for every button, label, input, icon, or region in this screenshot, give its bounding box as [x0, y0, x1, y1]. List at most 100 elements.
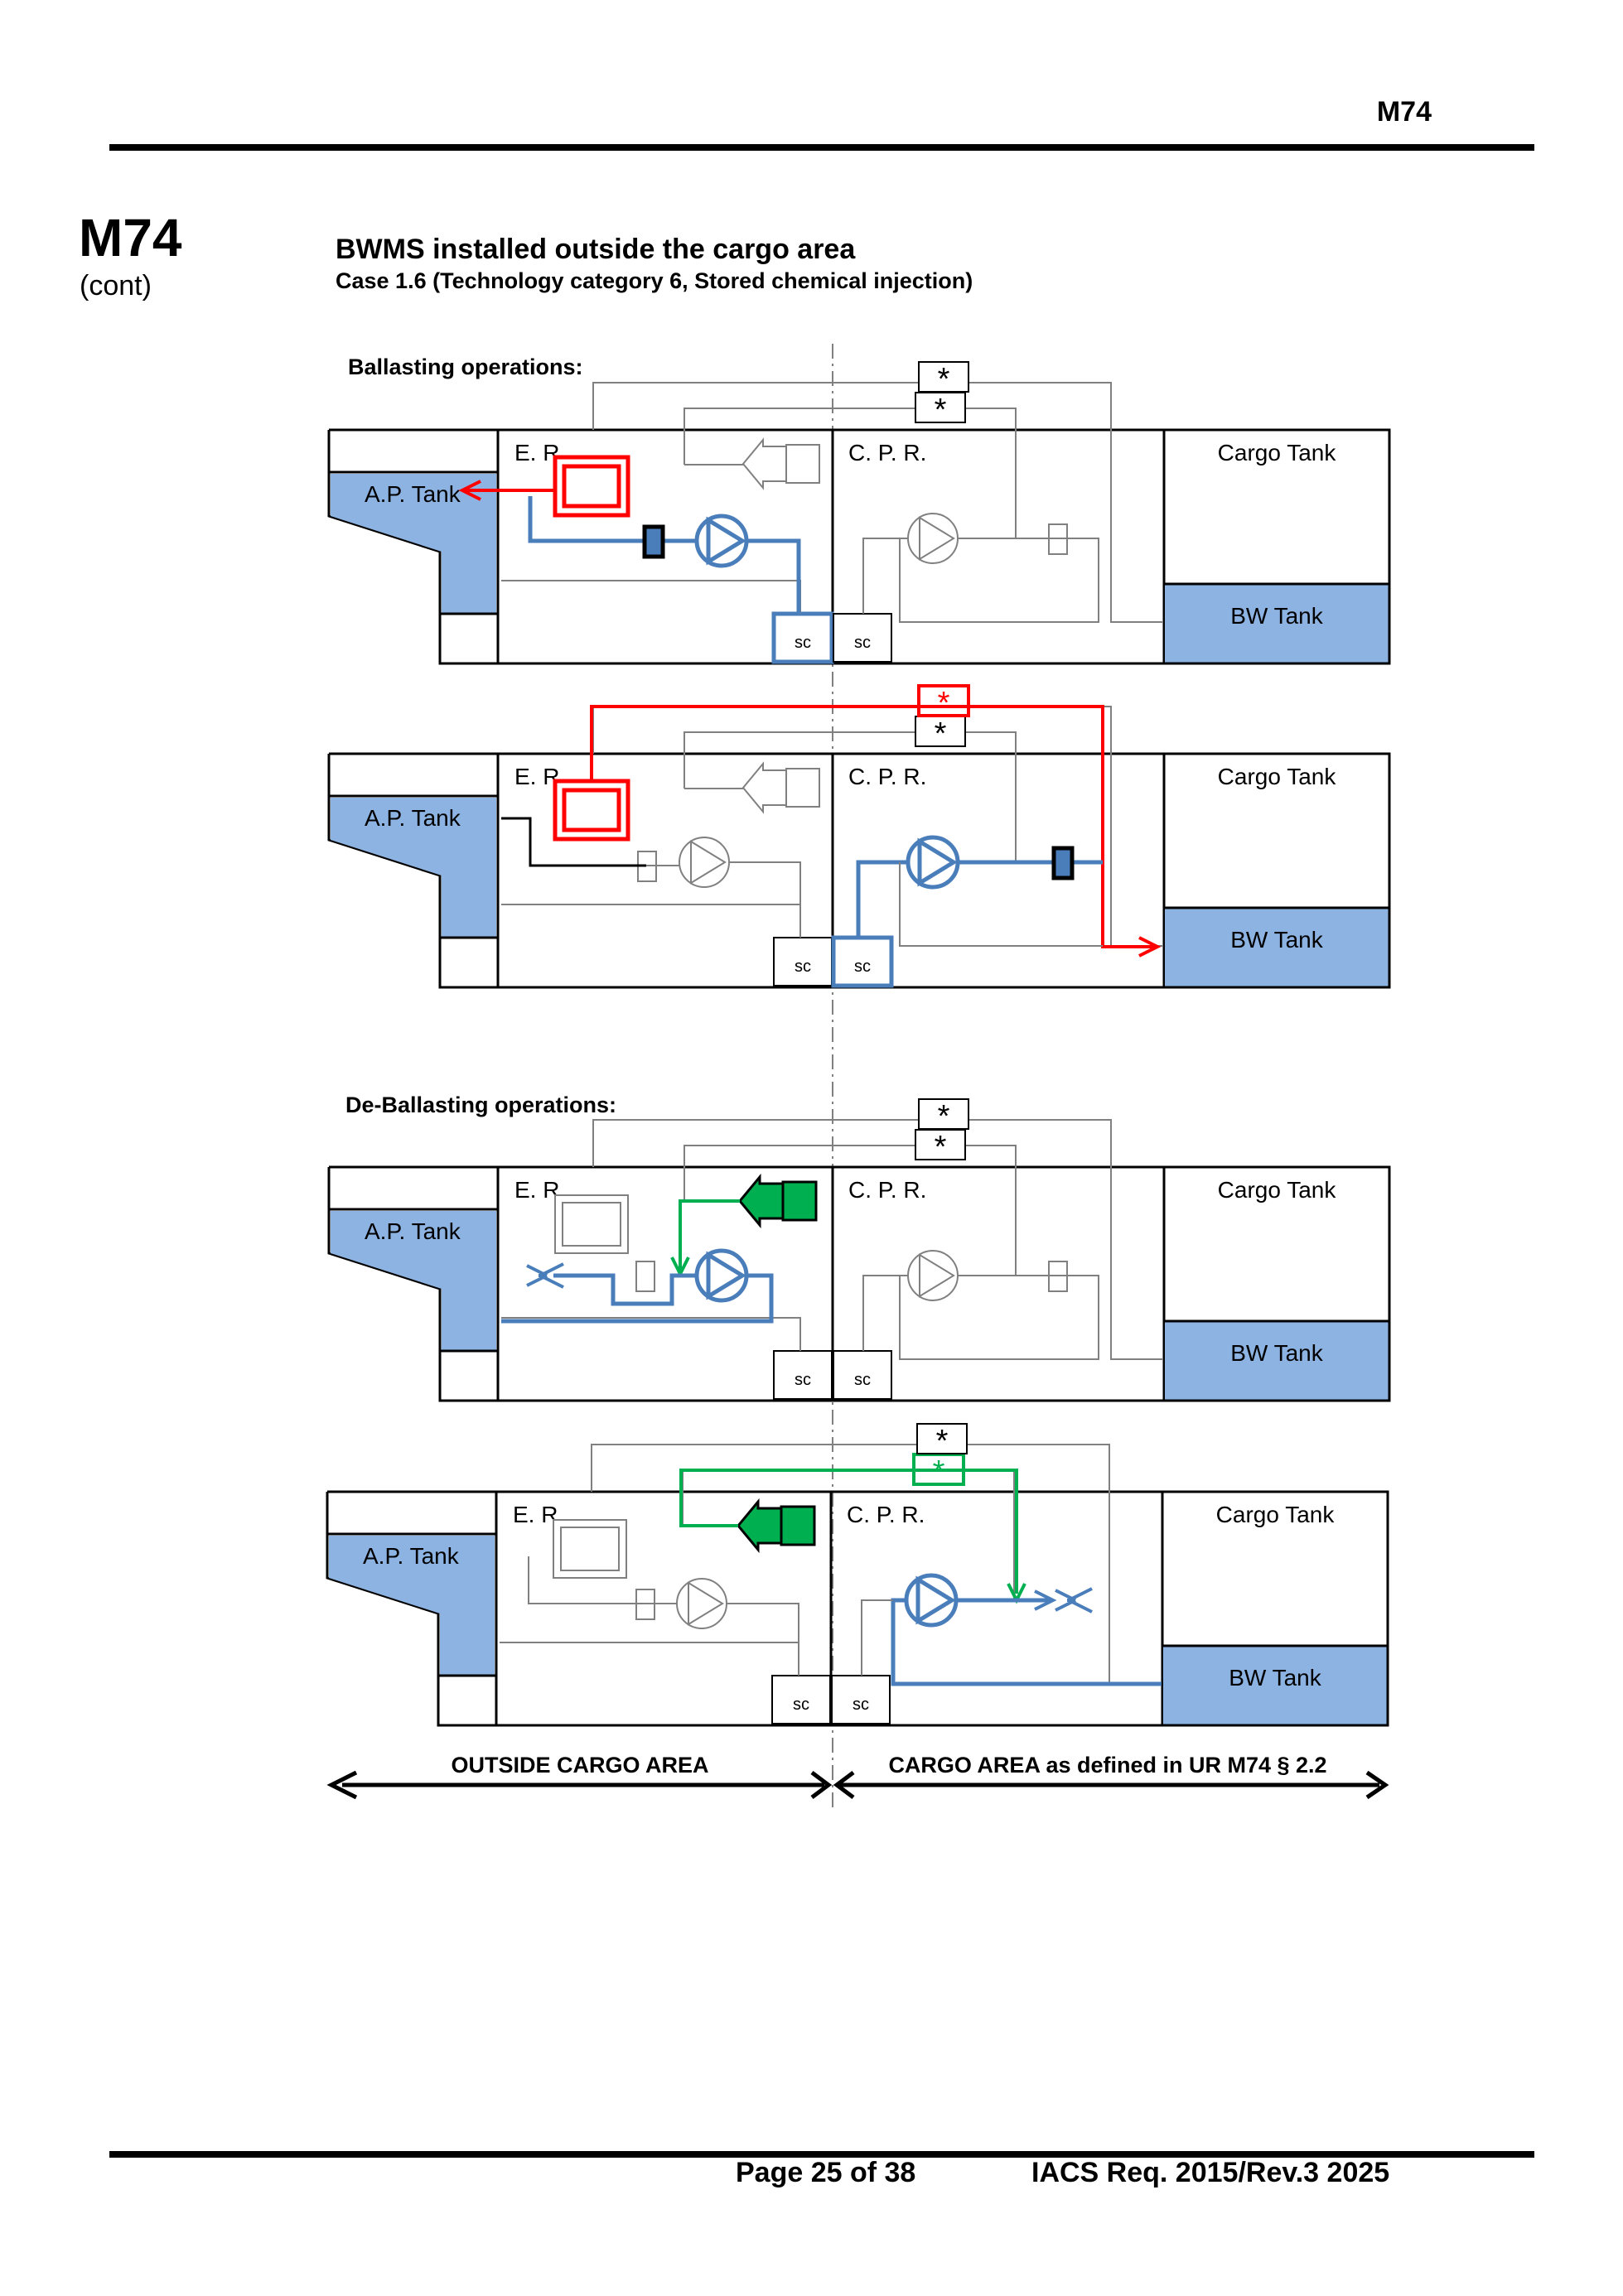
panel2-cpr-label: C. P. R.: [848, 764, 926, 789]
panel4-gray-pipe-er-low: [500, 1642, 799, 1676]
panel3-gray-pipe-mid: [683, 1145, 1017, 1276]
panel4-sea-chest-er-label: sc: [793, 1695, 809, 1714]
panel3-cargo-tank-label: Cargo Tank: [1218, 1177, 1337, 1203]
zone-arrow-inside-right: [1365, 1770, 1389, 1800]
panel2-gray-pipe-upper: [592, 706, 1163, 947]
panel1-gray-pipe-cpr: [862, 538, 1099, 623]
panel4-cargo-tank-label: Cargo Tank: [1216, 1502, 1336, 1527]
panel2-treated-line: [590, 705, 1156, 948]
panel2-bwms-unit-inner: [562, 788, 621, 832]
panel3-outline-top: [329, 1165, 1391, 1402]
panel2-ap-tank: [331, 798, 496, 938]
side-cont: (cont): [80, 270, 152, 301]
panel3-cpr-label: C. P. R.: [848, 1177, 926, 1203]
panel3-chem-line: [679, 1199, 740, 1271]
zone-arrow-outside-right: [810, 1771, 833, 1799]
panel4-chem-injector: [737, 1498, 783, 1554]
panel1-ap-tank-label: A.P. Tank: [365, 481, 461, 507]
panel1-cargo-tank-label: Cargo Tank: [1218, 440, 1337, 465]
panel4-sea-chest-cpr-label: sc: [853, 1695, 869, 1714]
panel4-bwms-unit-inner: [560, 1527, 620, 1571]
panel1-bwms-unit-inner: [562, 464, 621, 509]
panel2-ap-tank-label: A.P. Tank: [365, 805, 461, 831]
panel1-sea-chest-er-label: sc: [795, 634, 811, 652]
panel2-gray-pipe-cpr: [899, 862, 1103, 947]
panel3-chem-injector: [738, 1173, 785, 1229]
panel1-cpr-pump-triangle: [919, 516, 955, 561]
panel3-cpr-pump-triangle: [919, 1253, 955, 1298]
panel4-ap-tank-label: A.P. Tank: [363, 1543, 460, 1569]
panel4-sea-chest-er: [771, 1675, 831, 1724]
panel4-overboard-nozzle-b: [1055, 1589, 1076, 1612]
panel3-er-pump-triangle: [706, 1251, 746, 1300]
panel2-sea-chest-er-label: sc: [795, 957, 811, 976]
page-title: BWMS installed outside the cargo area: [336, 234, 856, 265]
panel2-chem-injector-tank: [785, 768, 820, 808]
panel4-outline-top: [327, 1490, 1389, 1727]
panel2-treated-arrow: [1138, 936, 1162, 957]
panel1-outline-top: [329, 428, 1391, 665]
zone-arrow-inside-left: [833, 1771, 855, 1799]
panel1-star-box-upper-label: *: [938, 362, 950, 397]
panel4-ballast-line: [891, 1598, 1162, 1686]
panel4-ballast-arrow: [1034, 1589, 1057, 1611]
panel3-bw-tank: [1165, 1321, 1389, 1400]
panel1-sea-chest-cpr: [833, 613, 892, 663]
panel3-ballast-line: [501, 1273, 774, 1324]
panel1-chem-injector-tank: [785, 444, 820, 484]
panel2-bw-tank: [1165, 908, 1389, 986]
panel1-er-pump-triangle: [706, 516, 746, 566]
panel1-sea-chest-er: [771, 611, 834, 664]
panel4-chem-injector-tank: [780, 1505, 816, 1546]
panel2-star-box-upper-label: *: [938, 686, 950, 721]
panel4-gray-pipe-upper: [591, 1444, 1162, 1685]
panel3-er-valve: [635, 1261, 655, 1292]
panel3-star-box-upper: [918, 1098, 969, 1130]
panel2-sea-chest-cpr: [831, 935, 894, 988]
panel3-bw-tank-label: BW Tank: [1230, 1340, 1324, 1366]
header-code: M74: [1376, 96, 1432, 128]
panel3-sea-chest-cpr-label: sc: [854, 1371, 871, 1389]
panel2-ballast-line: [833, 860, 1103, 940]
panel2-er-black-line: [501, 817, 646, 867]
panel2-cpr-pump-triangle: [917, 837, 958, 887]
panel3-ballast-line-out: [553, 1273, 697, 1306]
panel1-treated-arrow: [458, 480, 481, 501]
page-subtitle: Case 1.6 (Technology category 6, Stored …: [336, 268, 973, 293]
panel1-star-box-upper: [918, 361, 969, 393]
panel4-gray-pipe-mid: [682, 1469, 1015, 1600]
panel1-er-valve: [642, 524, 665, 559]
panel1-star-box-lower-label: *: [935, 393, 947, 427]
zone-label-inside: CARGO AREA as defined in UR M74 § 2.2: [888, 1753, 1326, 1777]
section-deballasting: De-Ballasting operations:: [345, 1093, 616, 1117]
panel3-star-box-lower-label: *: [935, 1130, 947, 1165]
panel4-star-box-upper: [916, 1423, 968, 1454]
panel3-star-box-upper-label: *: [938, 1099, 950, 1134]
panel1-bw-tank-label: BW Tank: [1230, 603, 1324, 629]
panel3-sea-chest-er: [773, 1350, 833, 1400]
zone-arrow-outside-left: [326, 1770, 358, 1800]
panel1-cpr-label: C. P. R.: [848, 440, 926, 465]
header-rule: [109, 144, 1534, 151]
panel1-ballast-line-sc: [774, 541, 801, 616]
panel2-bw-tank-label: BW Tank: [1230, 927, 1324, 953]
panel4-chem-line: [679, 1469, 1018, 1594]
panel1-sea-chest-cpr-label: sc: [854, 634, 871, 652]
panel2-gray-pipe-er-low: [501, 904, 801, 938]
panel1-gray-pipe-mid: [683, 408, 1017, 538]
panel4-gray-pipe-cpr: [861, 1599, 893, 1676]
panel4-sea-chest-cpr: [831, 1675, 891, 1724]
panel4-ap-tank: [329, 1536, 495, 1676]
page-number: Page 25 of 38: [736, 2157, 916, 2188]
panel2-gray-pipe-mid: [683, 731, 1017, 862]
panel2-star-box-lower-label: *: [935, 716, 947, 751]
panel1-gray-pipe-er-low: [501, 580, 801, 614]
panel4-er-pump: [676, 1578, 727, 1629]
requirement-ref: IACS Req. 2015/Rev.3 2025: [1031, 2157, 1390, 2188]
panel1-chem-injector: [741, 437, 787, 490]
panel4-bw-tank: [1163, 1646, 1387, 1724]
section-ballasting: Ballasting operations:: [348, 355, 583, 379]
panel4-cpr-pump-triangle: [915, 1575, 956, 1625]
panel3-ap-tank: [331, 1211, 496, 1351]
